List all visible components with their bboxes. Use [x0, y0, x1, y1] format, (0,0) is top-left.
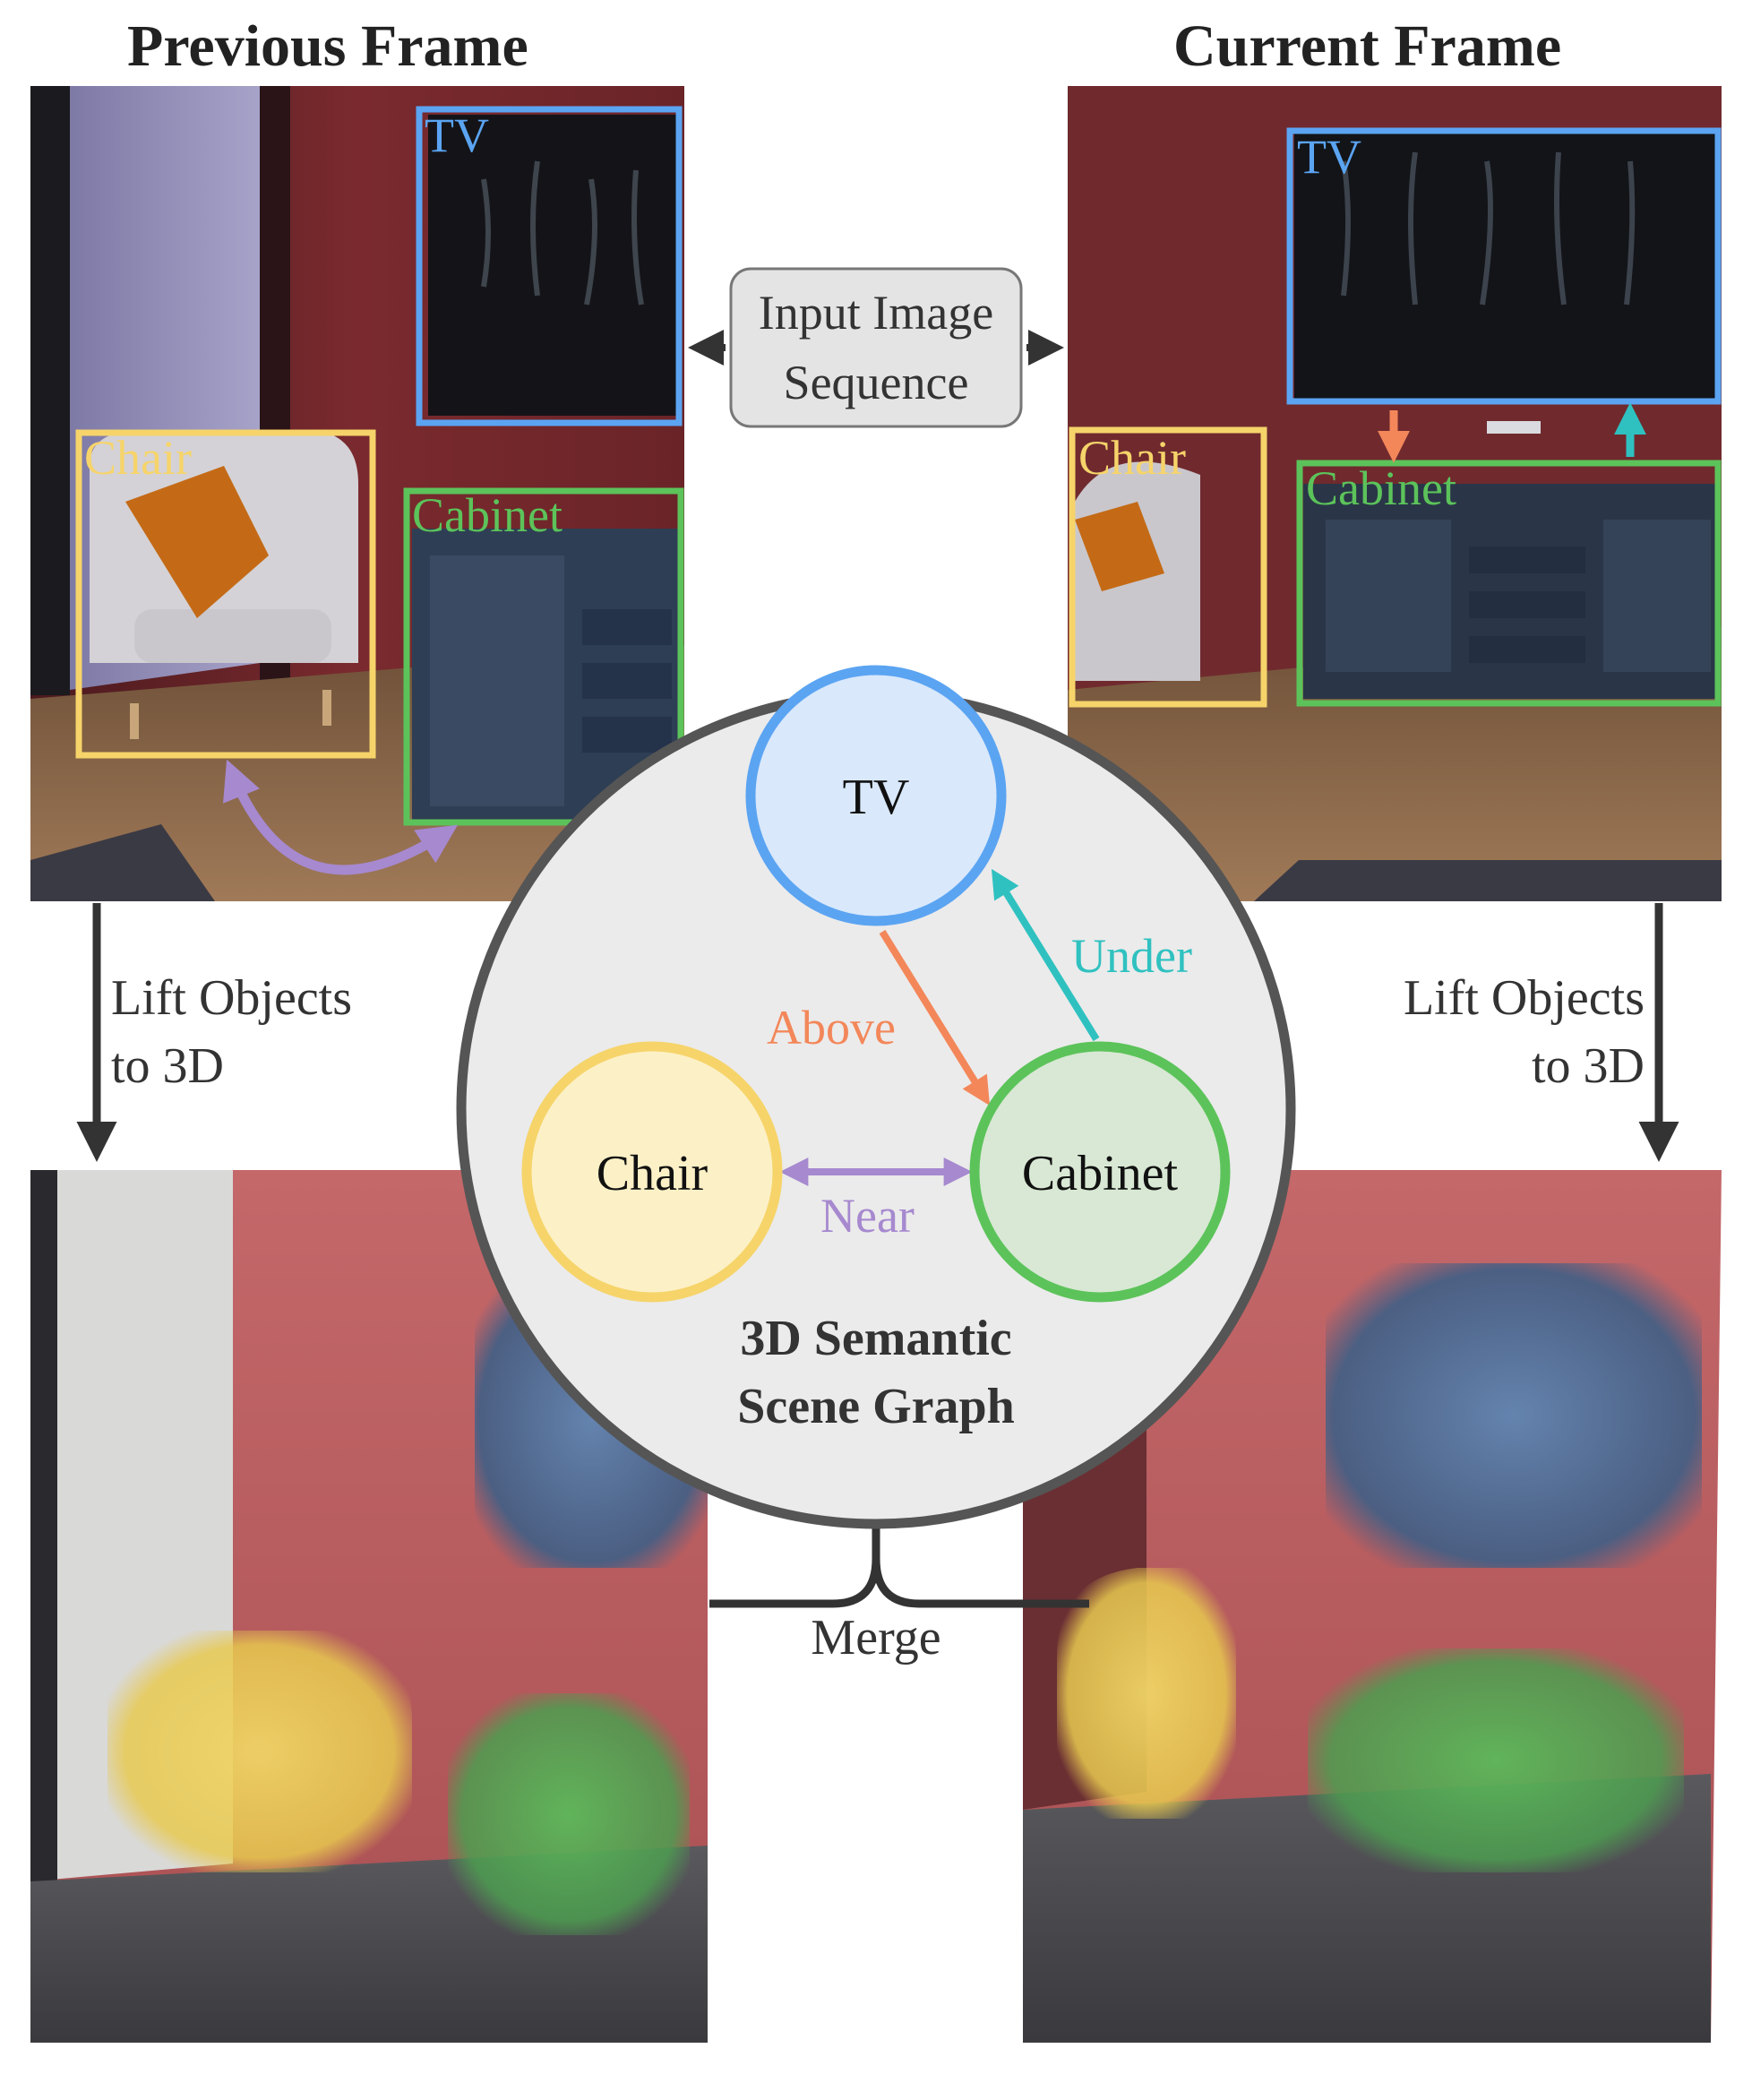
lift-label-right-line2: to 3D — [1532, 1038, 1645, 1094]
lift-label-right: Lift Objects to 3D — [1404, 964, 1645, 1100]
edge-under-label: Under — [1071, 929, 1192, 983]
cabinet-detection-label: Cabinet — [412, 488, 563, 542]
edge-under — [991, 868, 1100, 1042]
tv-detection-label: TV — [425, 108, 489, 162]
lift-label-left-line1: Lift Objects — [111, 970, 353, 1026]
tv-detection-box-current — [1286, 127, 1722, 405]
edge-above-label: Above — [767, 1001, 896, 1054]
previous-frame-title: Previous Frame — [127, 13, 528, 79]
input-sequence-box — [729, 267, 1023, 428]
tv-detection-box — [416, 106, 683, 426]
edge-near-label: Near — [820, 1189, 915, 1243]
chair-detection-box — [75, 429, 376, 759]
node-cabinet — [969, 1041, 1231, 1303]
near-arrow-image — [223, 759, 459, 875]
node-cabinet-label: Cabinet — [1021, 1146, 1179, 1201]
lift-label-left: Lift Objects to 3D — [111, 964, 352, 1100]
current-frame-image — [1068, 86, 1722, 901]
cabinet-detection-box — [403, 487, 684, 826]
previous-frame-image — [30, 86, 684, 901]
tv-detection-label-current: TV — [1297, 130, 1361, 184]
merge-arrow-icon — [709, 1487, 1089, 1608]
lift-label-right-line1: Lift Objects — [1403, 970, 1645, 1026]
input-sequence-line1: Input Image — [758, 286, 994, 340]
chair-detection-label-current: Chair — [1078, 431, 1186, 485]
node-tv — [745, 665, 1007, 926]
node-chair-label: Chair — [596, 1146, 709, 1201]
input-sequence-line2: Sequence — [783, 356, 969, 409]
merge-label: Merge — [811, 1610, 941, 1665]
edge-above — [879, 929, 991, 1106]
scene-graph-title-line2: Scene Graph — [737, 1379, 1015, 1434]
scene-graph-title-line1: 3D Semantic — [740, 1311, 1012, 1366]
current-frame-title: Current Frame — [1173, 13, 1562, 79]
node-chair — [521, 1041, 783, 1303]
current-frame-3d — [1023, 1170, 1722, 2043]
input-sequence-label: Input Image Sequence — [731, 278, 1021, 417]
lift-label-left-line2: to 3D — [111, 1038, 224, 1094]
scene-graph-title: 3D Semantic Scene Graph — [652, 1304, 1100, 1441]
cabinet-detection-box-current — [1296, 460, 1722, 707]
chair-detection-label: Chair — [84, 431, 192, 485]
chair-detection-box-current — [1069, 426, 1267, 708]
cabinet-detection-label-current: Cabinet — [1306, 461, 1456, 515]
node-tv-label: TV — [842, 770, 910, 825]
